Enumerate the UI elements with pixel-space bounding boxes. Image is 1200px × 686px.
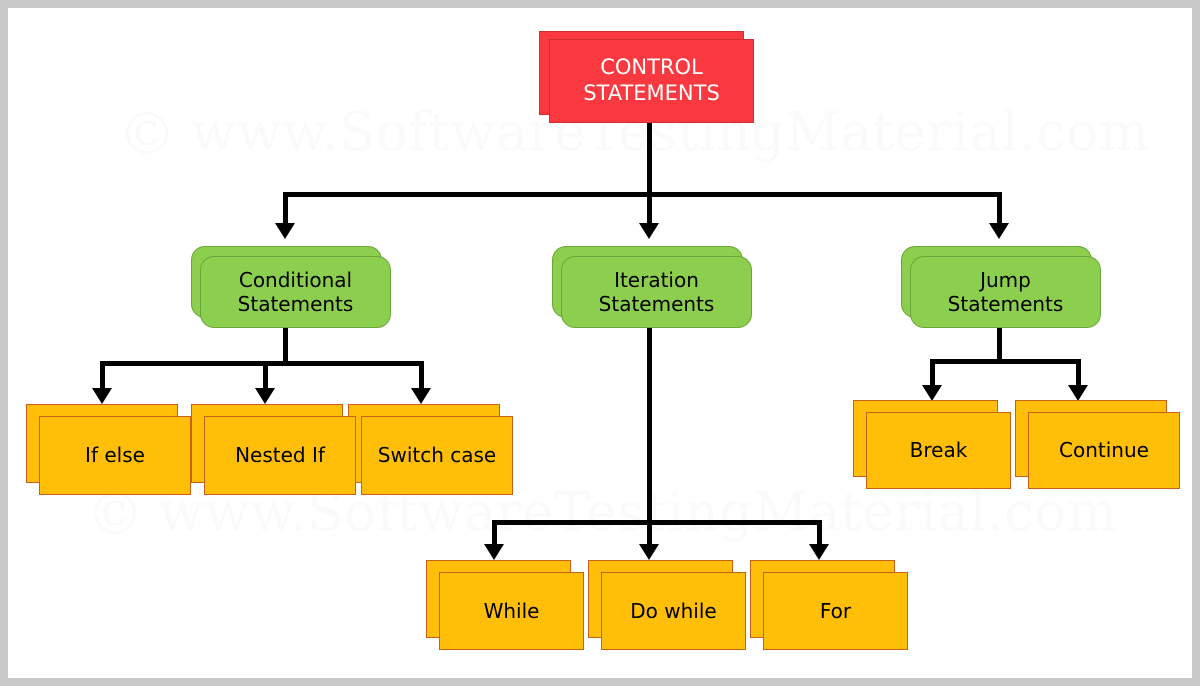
connector-conditional-stem (283, 324, 288, 364)
node-label-line2: Statements (598, 292, 715, 316)
node-body[interactable]: Switch case (361, 416, 513, 495)
node-label-line2: Statements (237, 292, 354, 316)
node-body[interactable]: Nested If (204, 416, 356, 495)
arrow-root-to-jump (989, 223, 1009, 239)
arrow-iteration-to-for (809, 544, 829, 560)
node-switch-case[interactable]: Switch case (348, 404, 513, 495)
arrow-root-to-conditional (275, 223, 295, 239)
node-body[interactable]: While (439, 572, 584, 650)
connector-root-to-jump (997, 192, 1002, 228)
node-label: For (819, 598, 852, 623)
node-label-line1: Jump (980, 267, 1031, 292)
node-body[interactable]: Break (866, 412, 1011, 489)
connector-root-stem (647, 121, 652, 203)
node-jump-statements[interactable]: Jump Statements (901, 246, 1101, 328)
node-label-line1: Conditional (238, 267, 353, 292)
node-control-statements[interactable]: CONTROL STATEMENTS (539, 31, 754, 123)
node-break[interactable]: Break (853, 400, 1011, 489)
node-label: Continue (1059, 438, 1149, 463)
copyright-icon: © (118, 100, 177, 168)
diagram-canvas: ©www.SoftwareTestingMaterial.com ©www.So… (8, 8, 1192, 678)
arrow-iteration-to-dowhile (639, 544, 659, 560)
node-label: While (483, 598, 540, 623)
connector-iteration-stem (647, 324, 652, 524)
node-label: CONTROL STATEMENTS (583, 55, 720, 106)
node-while[interactable]: While (426, 560, 584, 650)
node-continue[interactable]: Continue (1015, 400, 1180, 489)
arrow-conditional-to-ifelse (92, 388, 112, 404)
arrow-conditional-to-nestedif (255, 388, 275, 404)
connector-iteration-to-dowhile (647, 520, 652, 548)
connector-jump-bar (930, 359, 1081, 364)
node-conditional-statements[interactable]: Conditional Statements (191, 246, 391, 328)
node-body[interactable]: If else (39, 416, 191, 495)
node-label-line2: Statements (947, 292, 1064, 316)
arrow-conditional-to-switchcase (411, 388, 431, 404)
connector-root-to-conditional (283, 192, 288, 228)
node-nested-if[interactable]: Nested If (191, 404, 356, 495)
arrow-jump-to-continue (1068, 385, 1088, 401)
connector-conditional-to-switchcase (419, 361, 424, 392)
connector-root-bar (283, 192, 1002, 197)
connector-conditional-to-nestedif (263, 361, 268, 392)
arrow-jump-to-break (922, 385, 942, 401)
connector-iteration-to-while (492, 520, 497, 548)
node-body[interactable]: CONTROL STATEMENTS (549, 39, 754, 123)
node-body[interactable]: Do while (601, 572, 746, 650)
node-label-line1: CONTROL (600, 55, 703, 80)
node-body[interactable]: For (763, 572, 908, 650)
node-label: Iteration Statements (599, 268, 715, 317)
node-label: Do while (630, 598, 717, 623)
node-label: Conditional Statements (238, 268, 354, 317)
node-label-line1: Iteration (614, 267, 699, 292)
node-if-else[interactable]: If else (26, 404, 191, 495)
arrow-iteration-to-while (484, 544, 504, 560)
connector-iteration-bar (492, 520, 822, 525)
arrow-root-to-iteration (639, 223, 659, 239)
connector-conditional-bar (100, 361, 424, 366)
node-iteration-statements[interactable]: Iteration Statements (552, 246, 752, 328)
node-label: Break (909, 438, 968, 463)
node-body[interactable]: Iteration Statements (561, 256, 752, 328)
connector-conditional-to-ifelse (100, 361, 105, 392)
node-body[interactable]: Continue (1028, 412, 1180, 489)
connector-jump-to-continue (1076, 359, 1081, 389)
node-label: Jump Statements (948, 268, 1064, 317)
node-body[interactable]: Conditional Statements (200, 256, 391, 328)
node-body[interactable]: Jump Statements (910, 256, 1101, 328)
node-label: If else (85, 443, 145, 468)
connector-jump-to-break (930, 359, 935, 389)
node-do-while[interactable]: Do while (588, 560, 746, 650)
connector-jump-stem (997, 324, 1002, 362)
node-label: Switch case (377, 443, 497, 468)
node-label: Nested If (235, 443, 325, 468)
connector-iteration-to-for (817, 520, 822, 548)
node-for[interactable]: For (750, 560, 908, 650)
connector-root-to-iteration (647, 192, 652, 228)
node-label-line2: STATEMENTS (583, 81, 720, 105)
